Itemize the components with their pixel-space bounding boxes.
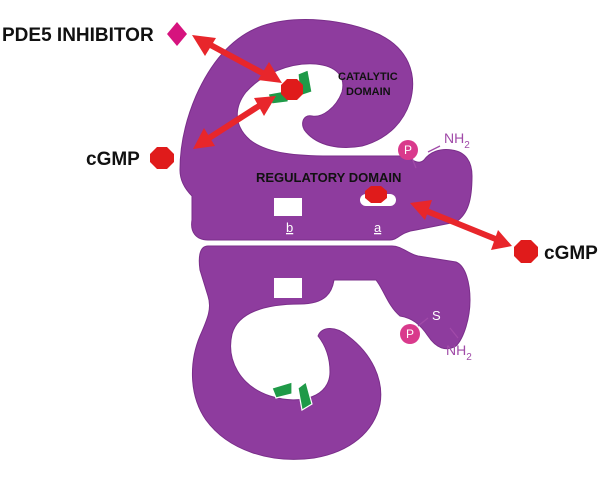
cgmp-octagon-right [514,240,538,263]
nh2-bond-top [427,145,441,153]
cgmp-label-right: cGMP [544,243,598,264]
nh2-label-bottom: NH2 [446,342,472,363]
nh2-bond-bottom [449,327,459,339]
arrowhead-inhibitor-right [258,62,282,83]
site-b-label: b [286,220,293,235]
cgmp-octagon-regulatory [365,186,387,203]
notch-b [274,198,302,216]
arrow-inhibitor-catalytic [203,39,270,79]
arrow-cgmp-catalytic [204,101,264,143]
arrowhead-inhibitor-left [192,35,216,56]
arrow-cgmp-regulatory [422,207,500,243]
phosphate-bond-top [411,157,417,169]
arrowhead-regulatory-left [410,200,432,220]
nh2-label-top: NH2 [444,130,470,151]
disulfide-label: S [432,308,441,323]
protein-bottom-subunit [192,245,471,460]
catalytic-site-clamp-bottom-right [297,380,313,411]
phosphate-circle-top [398,140,418,160]
catalytic-site-clamp-bottom-left [271,381,293,399]
phosphate-circle-bottom [400,324,420,344]
cgmp-octagon-left [150,147,174,169]
site-a-label: a [374,220,382,235]
cgmp-octagon-catalytic [281,79,303,100]
notch-bottom-1 [274,278,302,298]
protein-top-subunit [179,19,473,241]
catalytic-domain-label-line1: CATALYTIC [338,71,398,83]
phosphate-label-top: P [404,143,412,157]
arrowhead-cgmp-right [254,96,276,116]
arrowhead-cgmp-left [193,128,215,149]
regulatory-domain-label: REGULATORY DOMAIN [256,170,401,185]
phosphate-label-bottom: P [406,327,414,341]
pde5-inhibitor-label: PDE5 INHIBITOR [2,25,154,46]
pde5-inhibitor-diamond [167,22,187,46]
catalytic-domain-label-line2: DOMAIN [346,86,391,98]
cgmp-label-left: cGMP [86,149,140,170]
arrowhead-regulatory-right [491,230,512,250]
phosphate-bond-bottom [417,317,429,327]
